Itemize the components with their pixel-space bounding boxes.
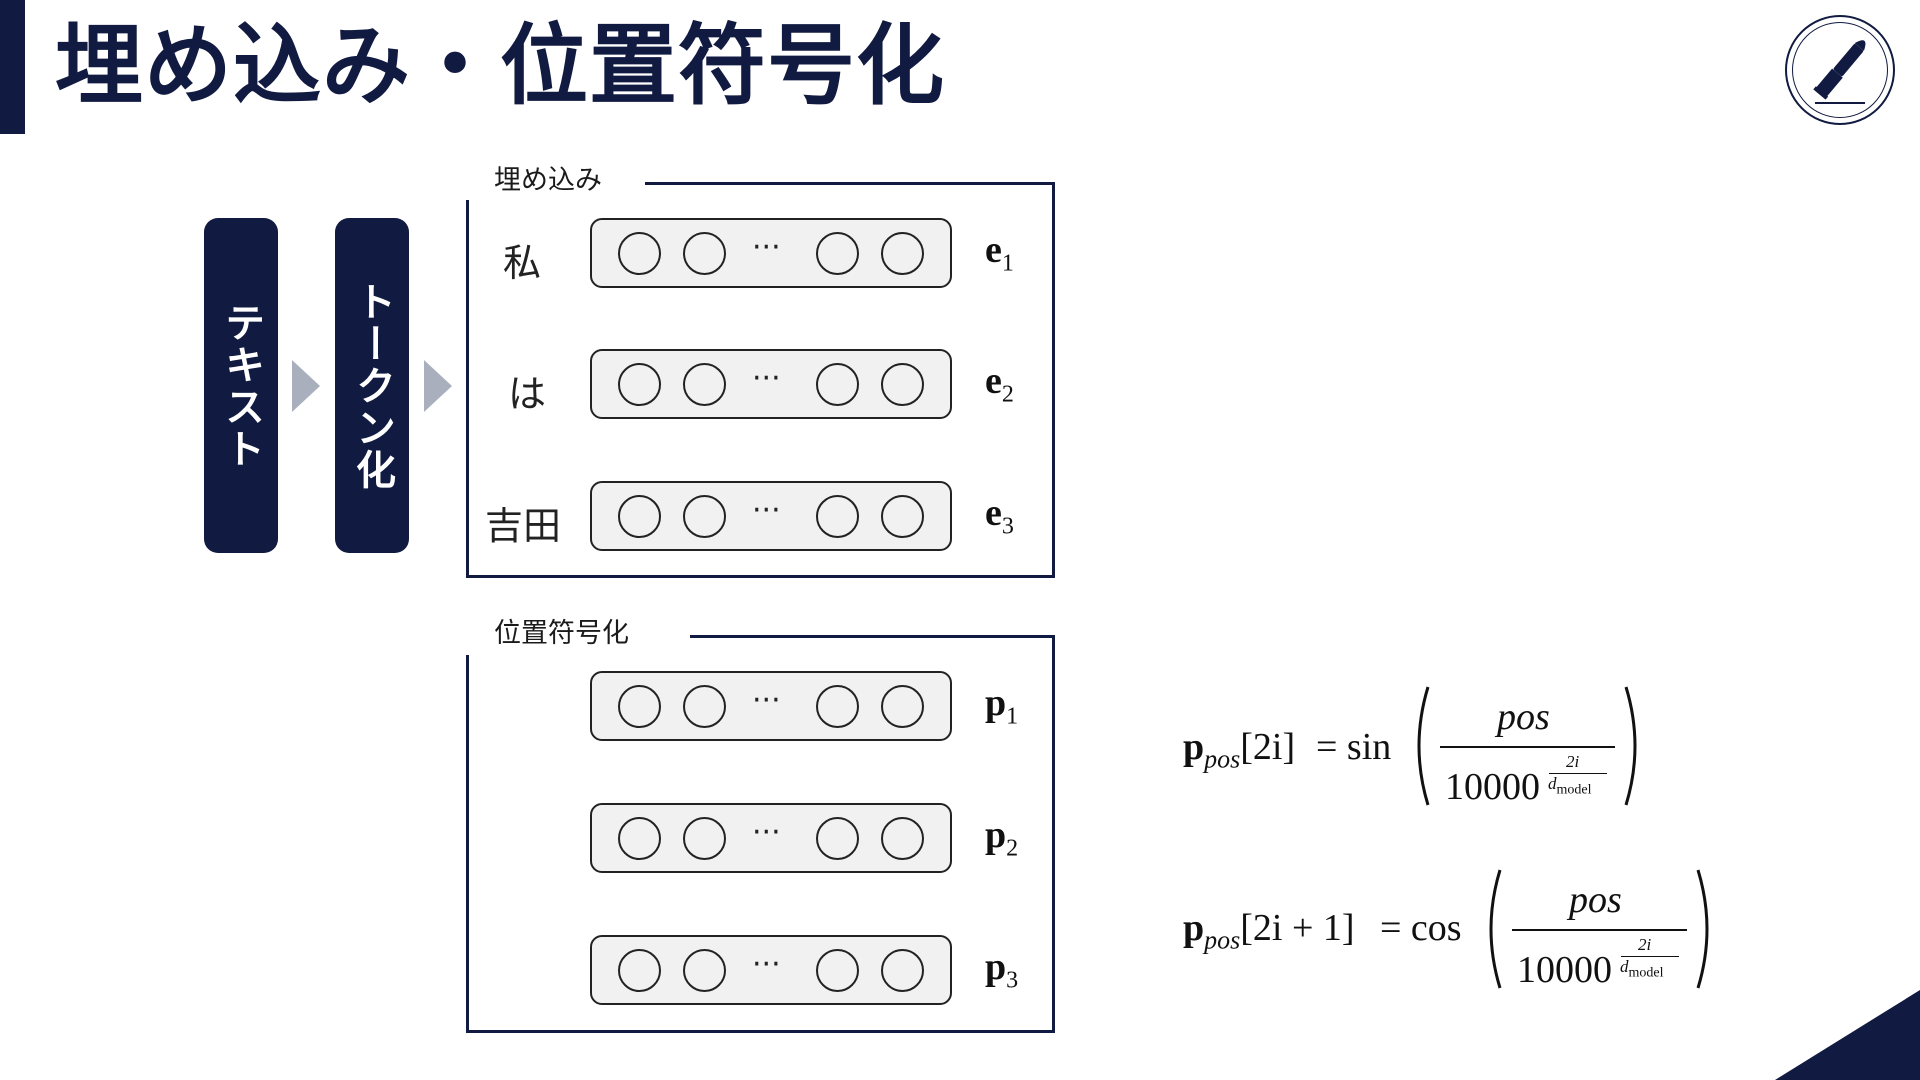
vector-element xyxy=(618,685,661,728)
positional-vector-label: p1 xyxy=(985,682,1019,730)
corner-decoration xyxy=(1775,990,1920,1080)
formula-sin-numerator: pos xyxy=(1497,696,1550,738)
embedding-vector-label: e1 xyxy=(985,229,1014,277)
vector-element xyxy=(816,817,859,860)
embedding-vector: ··· xyxy=(590,349,952,419)
embedding-frame-bottom xyxy=(466,575,1055,578)
vector-element xyxy=(881,363,924,406)
formula-cos-numerator: pos xyxy=(1569,879,1622,921)
vector-element xyxy=(881,232,924,275)
formula-cos-exp-bar xyxy=(1621,956,1679,957)
positional-vector: ··· xyxy=(590,935,952,1005)
vector-element xyxy=(683,363,726,406)
positional-frame-right xyxy=(1052,635,1055,1033)
vector-element xyxy=(683,685,726,728)
positional-frame-bottom xyxy=(466,1030,1055,1033)
vector-element xyxy=(816,685,859,728)
vector-element xyxy=(816,949,859,992)
formula-sin-fraction-bar xyxy=(1440,746,1615,748)
token-label: 吉田 xyxy=(485,504,562,548)
positional-frame-top xyxy=(690,635,1055,638)
vector-element xyxy=(683,949,726,992)
vector-element xyxy=(618,949,661,992)
formula-sin-exp-bar xyxy=(1549,773,1607,774)
vector-ellipsis: ··· xyxy=(752,493,781,528)
vector-element xyxy=(881,817,924,860)
embedding-frame-right xyxy=(1052,182,1055,578)
pipeline-step-text-label: テキスト xyxy=(218,301,264,470)
token-label: 私 xyxy=(503,241,542,285)
formula-sin-paren-left xyxy=(1417,686,1430,806)
chevron-right-icon xyxy=(292,360,320,412)
formula-cos-op: = cos xyxy=(1380,907,1462,949)
formula-cos-denominator: 10000 xyxy=(1517,949,1612,991)
positional-section-label: 位置符号化 xyxy=(494,618,629,649)
bullet-icon xyxy=(1792,22,1888,118)
title-accent-bar xyxy=(0,0,25,134)
positional-vector-label: p2 xyxy=(985,814,1019,862)
formula-cos-fraction-bar xyxy=(1512,929,1687,931)
slide-title: 埋め込み・位置符号化 xyxy=(55,14,946,117)
vector-element xyxy=(683,232,726,275)
vector-element xyxy=(618,817,661,860)
embedding-vector: ··· xyxy=(590,481,952,551)
embedding-vector: ··· xyxy=(590,218,952,288)
formula-sin-denominator: 10000 xyxy=(1445,766,1540,808)
embedding-frame-top xyxy=(645,182,1055,185)
formula-cos-paren-left xyxy=(1489,869,1502,989)
formula-cos-lhs: ppos[2i + 1] xyxy=(1183,907,1355,955)
formula-sin-op: = sin xyxy=(1316,726,1392,768)
chevron-right-icon xyxy=(424,360,452,412)
formula-sin-exp-den: dmodel xyxy=(1548,774,1592,798)
formula-cos-exp-num: 2i xyxy=(1638,935,1652,954)
vector-element xyxy=(881,495,924,538)
vector-element xyxy=(881,685,924,728)
vector-element xyxy=(683,817,726,860)
vector-element xyxy=(816,232,859,275)
formula-sin-paren-right xyxy=(1624,686,1637,806)
pipeline-step-text: テキスト xyxy=(204,218,278,553)
embedding-vector-label: e3 xyxy=(985,492,1014,540)
vector-element xyxy=(881,949,924,992)
vector-element xyxy=(816,495,859,538)
embedding-frame-left xyxy=(466,200,469,578)
vector-ellipsis: ··· xyxy=(752,683,781,718)
pipeline-step-tokenize: トークン化 xyxy=(335,218,409,553)
positional-vector: ··· xyxy=(590,671,952,741)
vector-element xyxy=(618,495,661,538)
token-label: は xyxy=(508,372,547,416)
positional-frame-left xyxy=(466,655,469,1033)
vector-ellipsis: ··· xyxy=(752,947,781,982)
formula-cos-paren-right xyxy=(1696,869,1709,989)
formula-sin-exp-num: 2i xyxy=(1566,752,1580,771)
vector-element xyxy=(618,232,661,275)
vector-ellipsis: ··· xyxy=(752,815,781,850)
formula-cos-exp-den: dmodel xyxy=(1620,957,1664,981)
vector-ellipsis: ··· xyxy=(752,230,781,265)
positional-vector-label: p3 xyxy=(985,946,1019,994)
pipeline-step-tokenize-label: トークン化 xyxy=(349,280,395,491)
embedding-section-label: 埋め込み xyxy=(494,165,602,196)
embedding-vector-label: e2 xyxy=(985,360,1014,408)
formula-sin-lhs: ppos[2i] xyxy=(1183,726,1296,774)
vector-element xyxy=(618,363,661,406)
vector-element xyxy=(816,363,859,406)
positional-vector: ··· xyxy=(590,803,952,873)
logo-ring xyxy=(1785,15,1895,125)
vector-element xyxy=(683,495,726,538)
vector-ellipsis: ··· xyxy=(752,361,781,396)
